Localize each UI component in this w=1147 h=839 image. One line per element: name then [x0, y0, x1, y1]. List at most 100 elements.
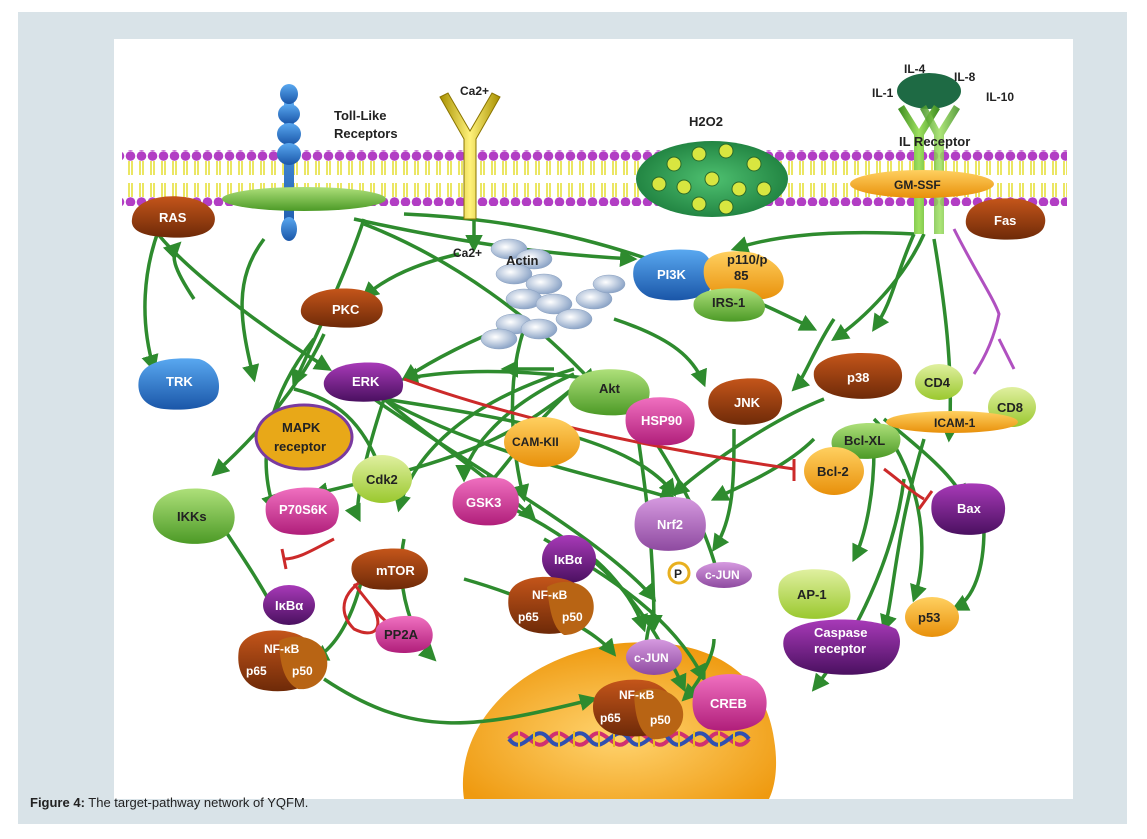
figure-caption: Figure 4: The target-pathway network of …	[30, 795, 308, 810]
ikks-node	[152, 488, 235, 544]
mapk-label-2: receptor	[274, 439, 326, 454]
nfkb-label-3: NF-κB	[619, 688, 655, 702]
p70s6k-label: P70S6K	[279, 502, 328, 517]
ikba-node-2	[542, 535, 596, 583]
pi3k-label: PI3K	[657, 267, 687, 282]
cdk2-node	[352, 455, 412, 503]
cd8-label: CD8	[997, 400, 1023, 415]
p50-node-3	[634, 688, 684, 740]
akt-node	[568, 369, 650, 416]
pi3k-node	[633, 249, 713, 301]
akt-label: Akt	[599, 381, 621, 396]
ikba-label-1: IκBα	[275, 598, 303, 613]
mtor-node	[351, 548, 428, 590]
tlr-label: Toll-Like	[334, 108, 386, 123]
phospho-label: P	[674, 567, 682, 581]
p53-node	[905, 597, 959, 637]
icam1-node	[886, 411, 1018, 433]
gsk3-node	[452, 477, 519, 526]
nrf2-label: Nrf2	[657, 517, 683, 532]
p50-label-1: p50	[292, 664, 313, 678]
actin-label: Actin	[506, 253, 539, 268]
creb-node	[692, 674, 767, 731]
node-labels: Toll-Like Receptors Ca2+ Ca2+ H2O2 IL-4 …	[159, 62, 1023, 727]
bax-node	[931, 483, 1006, 535]
pkc-label: PKC	[332, 302, 360, 317]
figure-frame: Toll-Like Receptors Ca2+ Ca2+ H2O2 IL-4 …	[18, 12, 1127, 824]
il4-label: IL-4	[904, 62, 926, 76]
tlr-label-2: Receptors	[334, 126, 398, 141]
caption-prefix: Figure 4:	[30, 795, 85, 810]
caspase-label-2: receptor	[814, 641, 866, 656]
caspase-label: Caspase	[814, 625, 867, 640]
bclxl-label: Bcl-XL	[844, 433, 885, 448]
nfkb-label-1: NF-κB	[264, 642, 300, 656]
trk-label: TRK	[166, 374, 193, 389]
pp2a-label: PP2A	[384, 627, 419, 642]
erk-label: ERK	[352, 374, 380, 389]
pathway-nodes	[131, 196, 1046, 740]
irs1-node	[693, 288, 765, 322]
il-receptor	[898, 105, 960, 234]
creb-label: CREB	[710, 696, 747, 711]
ras-label: RAS	[159, 210, 187, 225]
ca-mid-label: Ca2+	[453, 246, 482, 260]
camkii-node	[504, 417, 580, 467]
pathway-diagram: Toll-Like Receptors Ca2+ Ca2+ H2O2 IL-4 …	[114, 39, 1073, 799]
icam1-label: ICAM-1	[934, 416, 976, 430]
p38-node	[813, 352, 903, 399]
hsp90-node	[625, 397, 695, 446]
irs1-label: IRS-1	[712, 295, 745, 310]
ikks-label: IKKs	[177, 509, 207, 524]
fas-label: Fas	[994, 213, 1016, 228]
p110-node	[703, 251, 784, 300]
pp2a-node	[375, 615, 433, 653]
ikba-label-2: IκBα	[554, 552, 582, 567]
cd4-node	[915, 364, 963, 400]
ikba-node-1	[263, 585, 315, 625]
mapk-node	[254, 403, 354, 471]
jnk-label: JNK	[734, 395, 761, 410]
gmssf-node	[850, 170, 994, 198]
phospho-badge	[667, 561, 691, 585]
p70s6k-node	[265, 487, 339, 535]
cdk2-label: Cdk2	[366, 472, 398, 487]
cjun-node-2	[626, 639, 682, 675]
fas-node	[965, 198, 1046, 240]
cd4-label: CD4	[924, 375, 951, 390]
p53-label: p53	[918, 610, 940, 625]
cjun-label-1: c-JUN	[705, 568, 740, 582]
trk-node	[138, 358, 220, 410]
p110-label: p110/p	[727, 252, 768, 267]
nrf2-node	[634, 496, 706, 551]
il10-label: IL-10	[986, 90, 1014, 104]
caspase-node	[783, 619, 900, 675]
ap1-label: AP-1	[797, 587, 827, 602]
ras-node	[131, 196, 215, 238]
p38-label: p38	[847, 370, 869, 385]
p50-node-1	[279, 636, 328, 690]
pathway-svg: Toll-Like Receptors Ca2+ Ca2+ H2O2 IL-4 …	[122, 62, 1067, 799]
p110-label-2: 85	[734, 268, 748, 283]
p65-label-1: p65	[246, 664, 267, 678]
ca-top-label: Ca2+	[460, 84, 489, 98]
gmssf-label: GM-SSF	[894, 178, 941, 192]
il8-label: IL-8	[954, 70, 976, 84]
p50-label-2: p50	[562, 610, 583, 624]
camkii-label: CAM-KII	[512, 435, 559, 449]
pkc-node	[300, 288, 383, 328]
p65-label-3: p65	[600, 711, 621, 725]
cjun-node-1	[696, 562, 752, 588]
h2o2-cluster	[636, 141, 788, 217]
cjun-label-2: c-JUN	[634, 651, 669, 665]
erk-node	[323, 362, 404, 402]
nfkb-label-2: NF-κB	[532, 588, 568, 602]
cd-links	[952, 228, 1016, 375]
bcl2-node	[804, 447, 864, 495]
actin-cluster	[480, 238, 626, 350]
ca-channel	[439, 92, 501, 220]
h2o2-label: H2O2	[689, 114, 723, 129]
p50-label-3: p50	[650, 713, 671, 727]
jnk-node	[708, 378, 783, 425]
il-receptor-label: IL Receptor	[899, 134, 970, 149]
